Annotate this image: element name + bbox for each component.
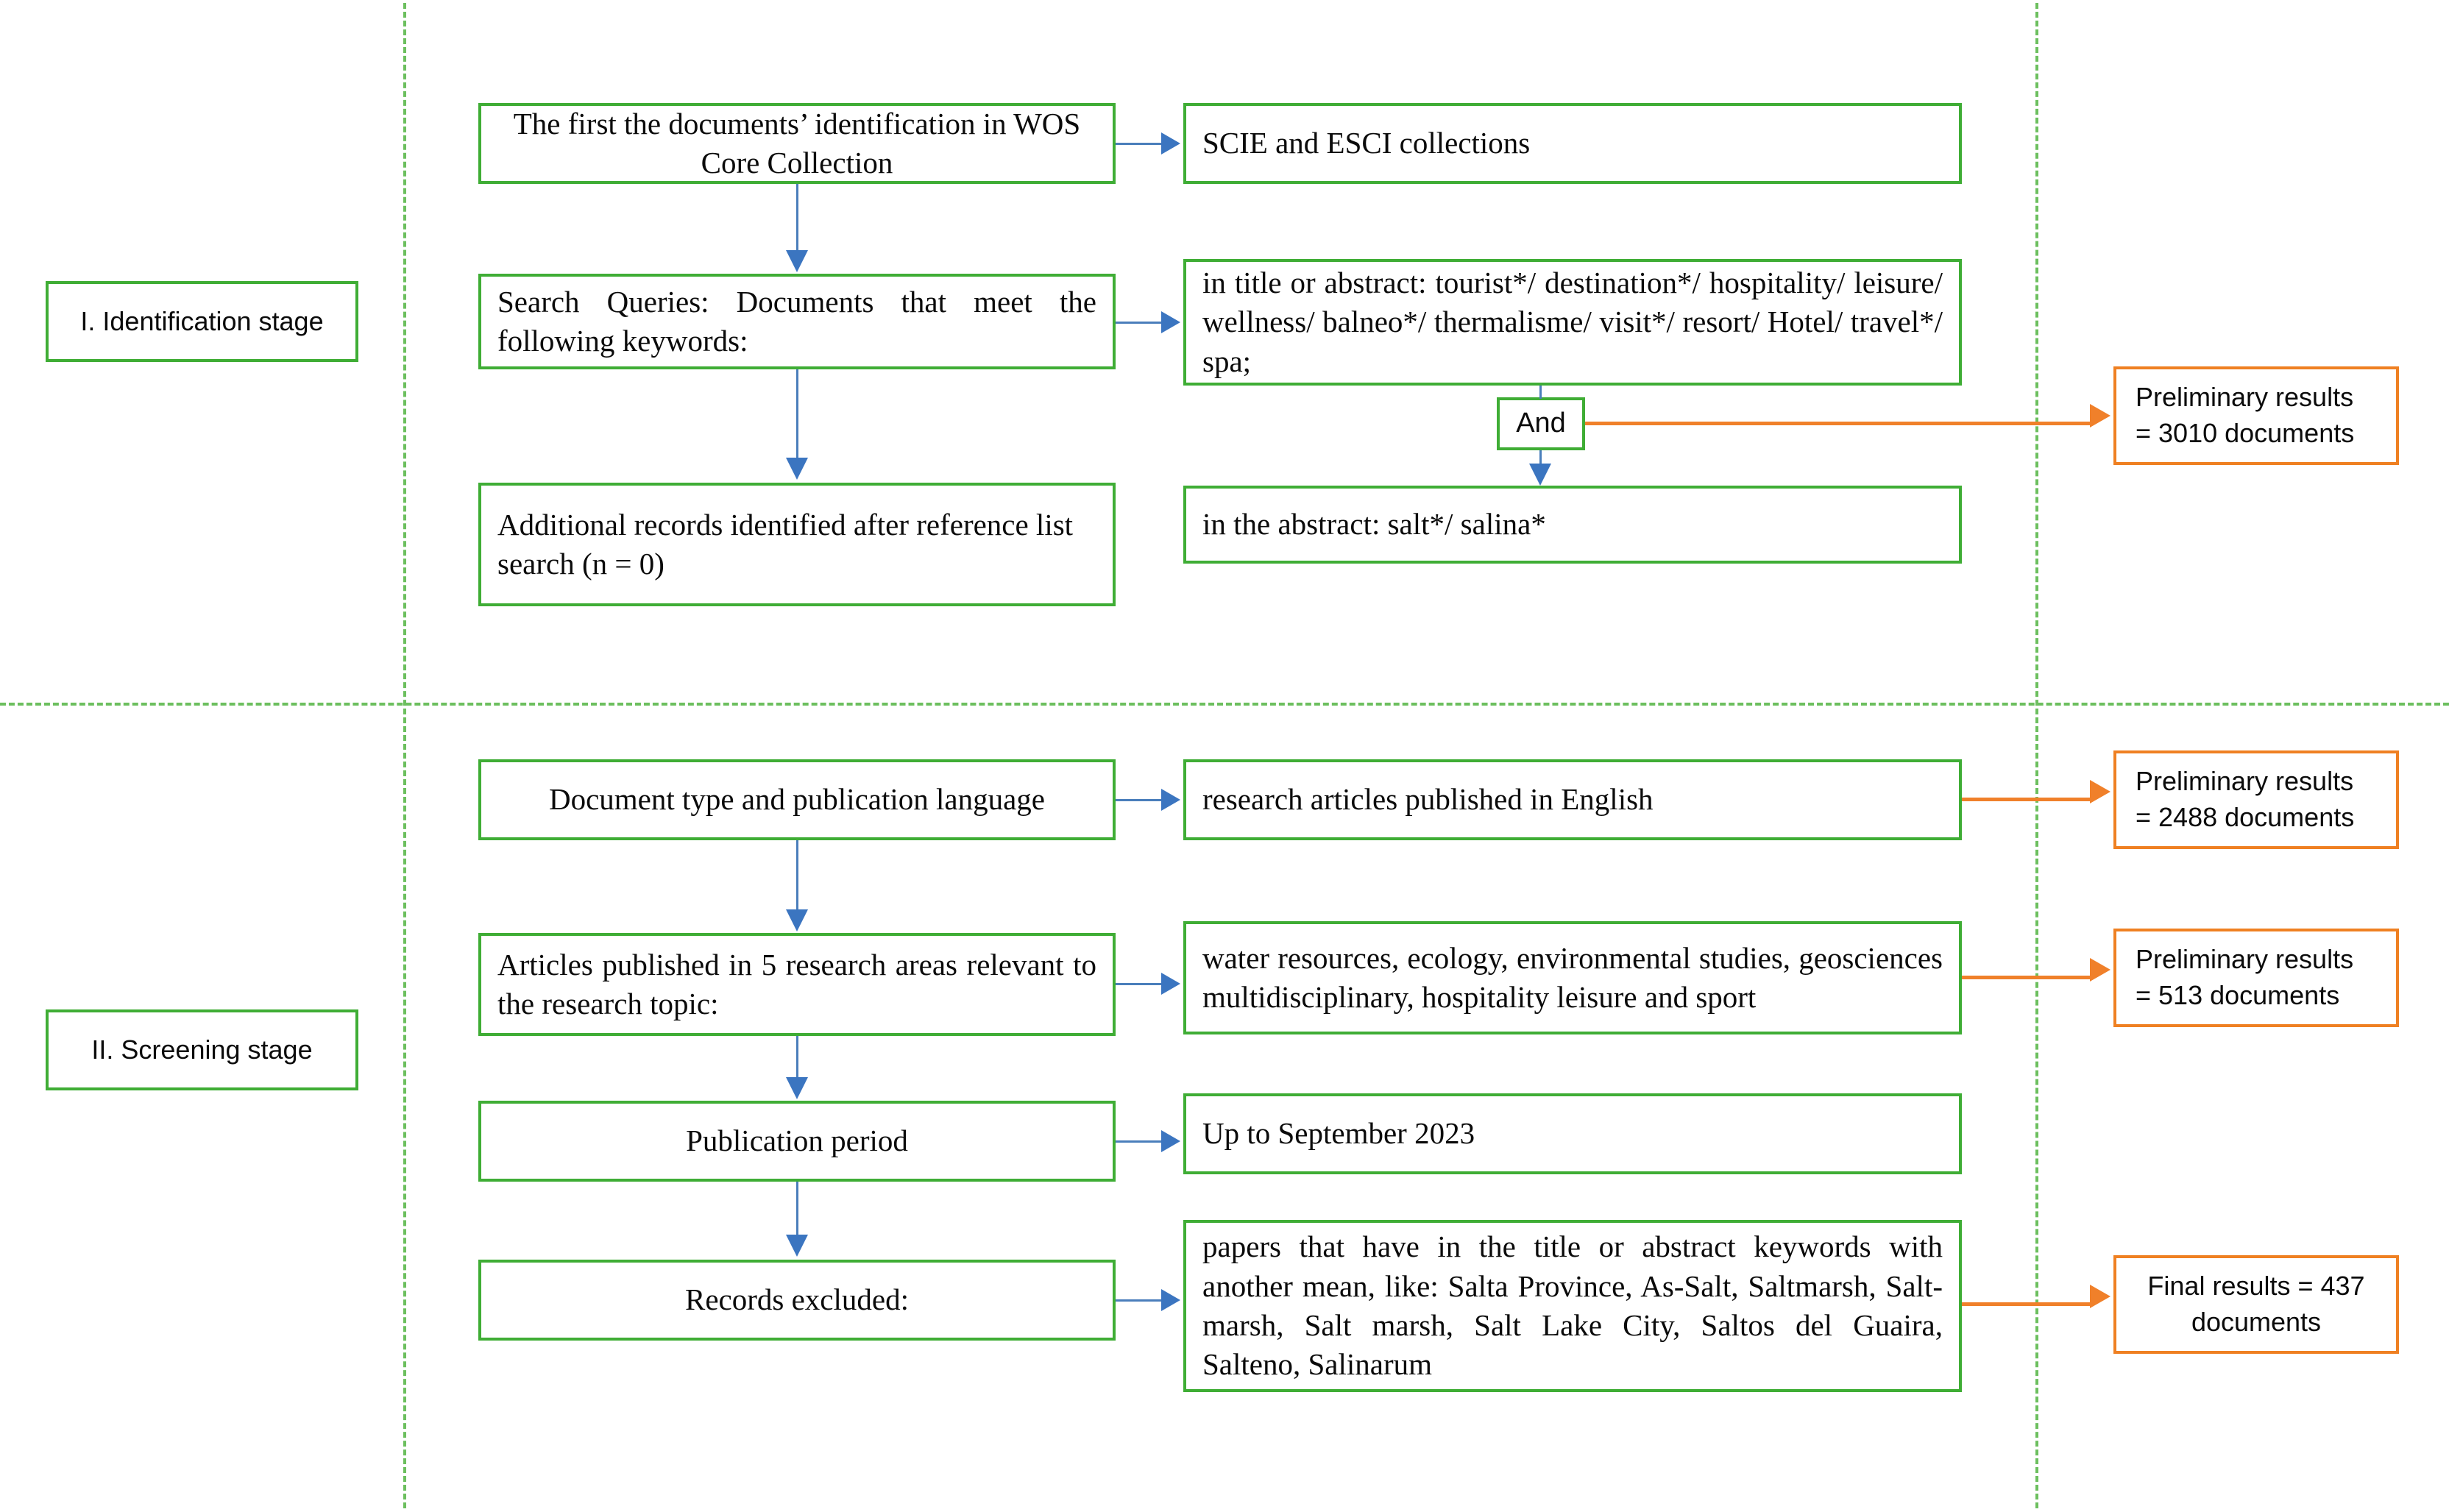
- arrowhead-and-to-abstract: [1529, 464, 1551, 486]
- connector-keywords-to-and: [1539, 386, 1542, 399]
- result-final-437-line1: Final results = 437: [2147, 1271, 2365, 1302]
- result-preliminary-2488-line1: Preliminary results: [2136, 766, 2354, 797]
- arrowhead-period-to-excluded: [786, 1235, 808, 1257]
- connector-and-to-abstract: [1539, 450, 1542, 466]
- result-final-437-line2: documents: [2191, 1307, 2322, 1337]
- stage-label-identification-text: I. Identification stage: [80, 305, 324, 336]
- arrowhead-excluded-to-detail: [1161, 1289, 1180, 1311]
- criterion-box-research-areas: Articles published in 5 research areas r…: [478, 933, 1116, 1036]
- stage-label-identification: I. Identification stage: [46, 281, 358, 362]
- criterion-doc-type-language-text: Document type and publication language: [548, 782, 1046, 817]
- detail-box-keywords-abstract: in the abstract: salt*/ salina*: [1183, 486, 1962, 564]
- criterion-box-wos-core: The first the documents’ identification …: [478, 103, 1116, 184]
- connector-wos-to-collections: [1116, 143, 1164, 145]
- detail-publication-period-text: Up to September 2023: [1202, 1116, 1475, 1151]
- criterion-search-queries-text: Search Queries: Documents that meet the …: [497, 284, 1096, 358]
- stage-label-screening-text: II. Screening stage: [91, 1034, 313, 1065]
- detail-doc-type-language-text: research articles published in English: [1202, 782, 1654, 817]
- detail-box-doc-type-language: research articles published in English: [1183, 759, 1962, 840]
- connector-and-to-result-3010: [1585, 422, 2091, 425]
- result-preliminary-3010-text: Preliminary results = 3010 documents: [2116, 380, 2396, 451]
- arrowhead-areas-to-detail: [1161, 973, 1180, 995]
- connector-doctype-to-result-2488: [1962, 798, 2091, 801]
- detail-box-records-excluded: papers that have in the title or abstrac…: [1183, 1220, 1962, 1392]
- result-box-preliminary-3010: Preliminary results = 3010 documents: [2113, 366, 2399, 465]
- stage-label-screening: II. Screening stage: [46, 1009, 358, 1090]
- arrowhead-doctype-to-areas: [786, 909, 808, 931]
- detail-box-research-areas: water resources, ecology, environmental …: [1183, 921, 1962, 1034]
- detail-records-excluded-text: papers that have in the title or abstrac…: [1202, 1229, 1943, 1382]
- criterion-publication-period-text: Publication period: [686, 1124, 908, 1158]
- arrowhead-doctype-to-result-2488: [2090, 780, 2110, 803]
- detail-keywords-title-abstract-text: in title or abstract: tourist*/ destinat…: [1202, 266, 1943, 378]
- criterion-research-areas-text: Articles published in 5 research areas r…: [497, 947, 1096, 1021]
- criterion-box-additional-records: Additional records identified after refe…: [478, 483, 1116, 606]
- detail-box-publication-period: Up to September 2023: [1183, 1093, 1962, 1174]
- connector-search-to-keywords: [1116, 322, 1164, 324]
- criterion-box-doc-type-language: Document type and publication language: [478, 759, 1116, 840]
- result-final-437-text: Final results = 437 documents: [2116, 1268, 2396, 1340]
- criterion-wos-core-text: The first the documents’ identification …: [513, 106, 1081, 180]
- arrowhead-wos-to-search: [786, 250, 808, 272]
- result-box-preliminary-513: Preliminary results = 513 documents: [2113, 929, 2399, 1027]
- connector-excluded-to-result-437: [1962, 1302, 2091, 1306]
- connector-excluded-to-detail: [1116, 1299, 1164, 1302]
- result-preliminary-513-line1: Preliminary results: [2136, 944, 2354, 975]
- and-operator-box: And: [1497, 397, 1585, 450]
- detail-box-keywords-title-abstract: in title or abstract: tourist*/ destinat…: [1183, 259, 1962, 386]
- arrowhead-search-to-additional: [786, 458, 808, 480]
- arrowhead-search-to-keywords: [1161, 311, 1180, 333]
- detail-box-collections: SCIE and ESCI collections: [1183, 103, 1962, 184]
- result-box-preliminary-2488: Preliminary results = 2488 documents: [2113, 750, 2399, 849]
- detail-research-areas-text: water resources, ecology, environmental …: [1202, 940, 1943, 1014]
- result-preliminary-513-text: Preliminary results = 513 documents: [2116, 942, 2396, 1013]
- detail-keywords-abstract-text: in the abstract: salt*/ salina*: [1202, 507, 1546, 542]
- connector-areas-to-detail: [1116, 983, 1164, 985]
- connector-wos-to-search: [796, 184, 798, 252]
- result-preliminary-3010-line1: Preliminary results: [2136, 382, 2354, 413]
- and-operator-text: And: [1516, 408, 1566, 439]
- criterion-box-publication-period: Publication period: [478, 1101, 1116, 1182]
- result-preliminary-3010-line2: = 3010 documents: [2136, 418, 2355, 448]
- connector-areas-to-period: [796, 1036, 798, 1079]
- horizontal-dashed-middle: [0, 703, 2449, 706]
- connector-doctype-to-areas: [796, 840, 798, 911]
- result-preliminary-513-line2: = 513 documents: [2136, 980, 2340, 1010]
- connector-search-to-additional: [796, 369, 798, 459]
- arrowhead-and-to-result-3010: [2090, 404, 2110, 427]
- arrowhead-areas-to-period: [786, 1077, 808, 1099]
- criterion-additional-records-text: Additional records identified after refe…: [497, 507, 1074, 581]
- arrowhead-doctype-to-detail: [1161, 789, 1180, 811]
- result-preliminary-2488-line2: = 2488 documents: [2136, 802, 2355, 832]
- criterion-records-excluded-text: Records excluded:: [685, 1282, 909, 1317]
- vertical-dashed-left: [403, 3, 406, 1508]
- result-box-final-437: Final results = 437 documents: [2113, 1255, 2399, 1354]
- detail-collections-text: SCIE and ESCI collections: [1202, 126, 1531, 160]
- connector-period-to-detail: [1116, 1140, 1164, 1143]
- arrowhead-areas-to-result-513: [2090, 958, 2110, 982]
- result-preliminary-2488-text: Preliminary results = 2488 documents: [2116, 764, 2396, 835]
- arrowhead-wos-to-collections: [1161, 132, 1180, 155]
- vertical-dashed-right: [2035, 3, 2038, 1508]
- connector-areas-to-result-513: [1962, 976, 2091, 979]
- arrowhead-excluded-to-result-437: [2090, 1285, 2110, 1308]
- connector-period-to-excluded: [796, 1182, 798, 1236]
- criterion-box-records-excluded: Records excluded:: [478, 1260, 1116, 1341]
- connector-doctype-to-detail: [1116, 799, 1164, 801]
- criterion-box-search-queries: Search Queries: Documents that meet the …: [478, 274, 1116, 369]
- arrowhead-period-to-detail: [1161, 1130, 1180, 1152]
